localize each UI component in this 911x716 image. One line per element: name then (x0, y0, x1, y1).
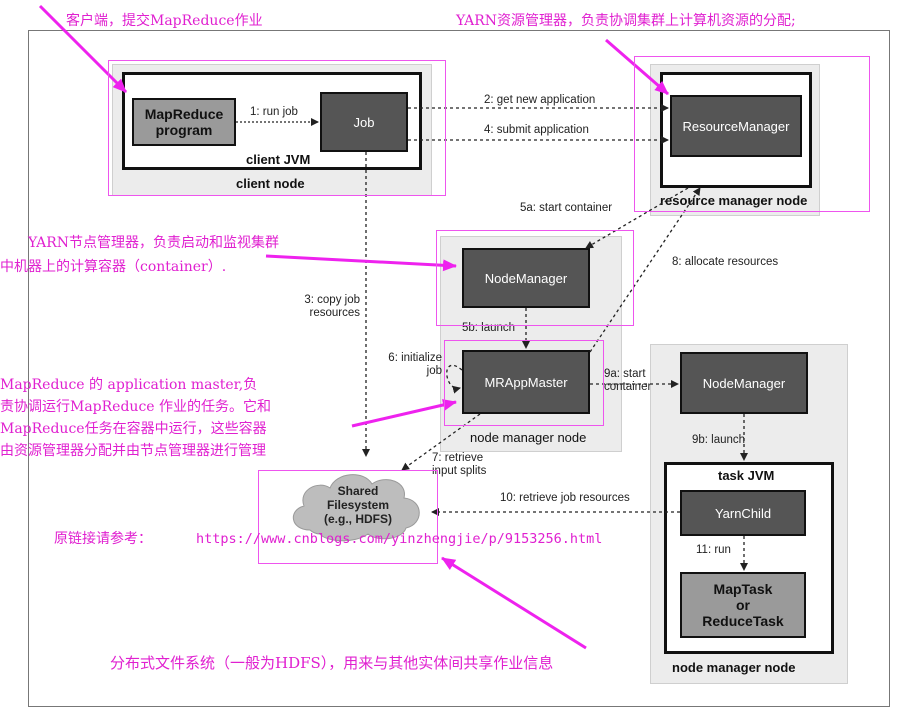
step-6-label: 6: initialize job (388, 352, 442, 377)
step-8-label: 8: allocate resources (672, 256, 779, 268)
link-url[interactable]: https://www.cnblogs.com/yinzhengjie/p/91… (196, 531, 603, 547)
step-10-label: 10: retrieve job resources (500, 492, 630, 504)
job-box: Job (320, 92, 408, 152)
node-manager-node-1-label: node manager node (470, 430, 587, 445)
step-5a-label: 5a: start container (520, 202, 613, 214)
step-7-label: 7: retrieve input splits (432, 452, 487, 477)
step-9a-label: 9a: start container (604, 368, 652, 393)
map-task-box: MapTask or ReduceTask (680, 572, 806, 638)
step-9b-label: 9b: launch (692, 434, 746, 446)
resource-manager-node-label: resource manager node (660, 193, 808, 208)
step-3-label: 3: copy job resources (304, 294, 360, 319)
yarn-rm-annotation: YARN资源管理器，负责协调集群上计算机资源的分配; (456, 13, 796, 29)
task-jvm-label: task JVM (718, 468, 775, 483)
node-manager-node-2-label: node manager node (672, 660, 796, 675)
link-label: 原链接请参考： (54, 531, 152, 547)
resource-manager-highlight-box (634, 56, 870, 212)
hdfs-highlight-box (258, 470, 438, 564)
client-annotation: 客户端，提交MapReduce作业 (66, 13, 263, 29)
yarn-nm-annotation-line2: 中机器上的计算容器（container）. (0, 259, 227, 275)
node-manager-highlight-box (436, 230, 634, 326)
client-highlight-box (108, 60, 446, 196)
mrappmaster-box: MRAppMaster (462, 350, 590, 414)
client-jvm-label: client JVM (246, 152, 311, 167)
yarn-child-box: YarnChild (680, 490, 806, 536)
resource-manager-box: ResourceManager (670, 95, 802, 157)
node-manager-1-box: NodeManager (462, 248, 590, 308)
node-manager-2-box: NodeManager (680, 352, 808, 414)
appmaster-highlight-box (444, 340, 604, 426)
step-1-label: 1: run job (250, 106, 298, 118)
step-11-label: 11: run (696, 544, 731, 556)
step-2-label: 2: get new application (484, 94, 596, 106)
shared-filesystem-label: Shared Filesystem (e.g., HDFS) (324, 484, 392, 526)
step-4-label: 4: submit application (484, 124, 589, 136)
client-node-label: client node (236, 176, 305, 191)
hdfs-annotation: 分布式文件系统（一般为HDFS），用来与其他实体间共享作业信息 (110, 654, 554, 672)
shared-filesystem-cloud (293, 474, 420, 542)
appmaster-annotation: MapReduce 的 application master,负 责协调运行Ma… (0, 377, 272, 459)
yarn-nm-annotation-line1: YARN节点管理器，负责启动和监视集群 (28, 235, 280, 251)
figure-frame (28, 30, 890, 707)
mapreduce-program-box: MapReduce program (132, 98, 236, 146)
